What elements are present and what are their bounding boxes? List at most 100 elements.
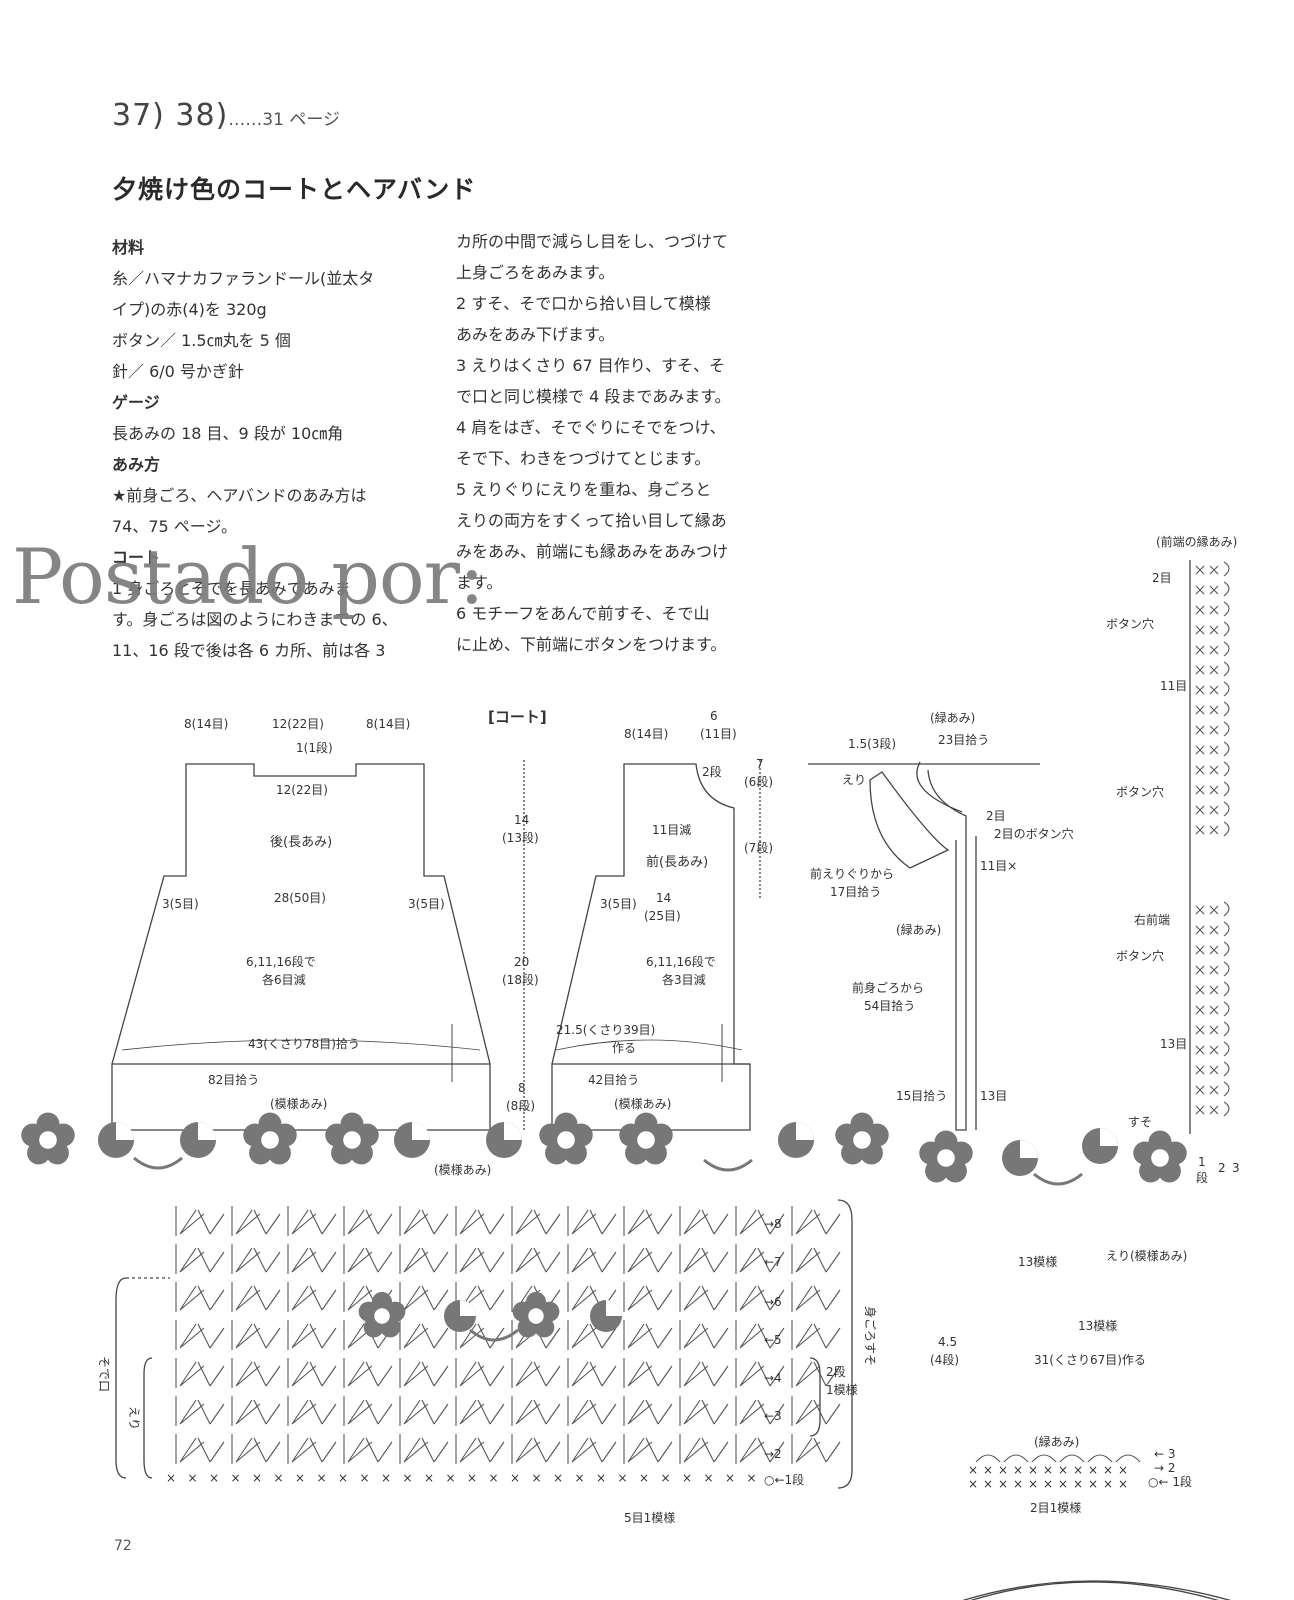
front-pickup: 42目拾う	[588, 1072, 639, 1087]
chart-row-label: →6	[764, 1295, 782, 1309]
svg-text:×: ×	[998, 1477, 1008, 1491]
instruction-line: す。身ごろは図のようにわきまでの 6、	[112, 610, 398, 629]
front-edge-title: (前端の縁あみ)	[1156, 534, 1237, 549]
collar-b2: 2目のボタン穴	[994, 826, 1074, 841]
collar-piece-h1: 4.5	[938, 1335, 957, 1349]
svg-text:×: ×	[1013, 1477, 1023, 1491]
flower-icon	[619, 1112, 673, 1165]
back-side-left: 3(5目)	[162, 897, 199, 911]
smile-icon	[133, 1156, 183, 1170]
front-top: 6	[710, 709, 718, 723]
instruction-line: ます。	[456, 573, 503, 592]
repeat-rows-1: 2段	[826, 1364, 846, 1379]
flower-icon	[539, 1112, 593, 1165]
front-decrease: 11目減	[652, 822, 691, 837]
edge-row-label: 段	[1196, 1170, 1208, 1185]
watermark: Postado por:	[12, 532, 485, 621]
collar-piece-h2: (4段)	[930, 1352, 959, 1367]
instruction-line: 2 すそ、そで口から拾い目して模様	[456, 294, 711, 313]
svg-text:×: ×	[1088, 1477, 1098, 1491]
instruction-line: みをあみ、前端にも縁あみをあみつけ	[456, 542, 729, 561]
edge-btn-2: ボタン穴	[1116, 784, 1164, 799]
instruction-line: に止め、下前端にボタンをつけます。	[456, 635, 727, 654]
instruction-line: 材料	[112, 238, 145, 257]
back-pickup: 43(くさり78目)拾う	[248, 1036, 360, 1051]
flower-icon	[358, 1291, 406, 1338]
chain-x: ×	[252, 1471, 262, 1485]
front-r2: 7	[756, 757, 764, 771]
chain-x: ×	[209, 1471, 219, 1485]
svg-text:×: ×	[1073, 1477, 1083, 1491]
edging-title: (緑あみ)	[1034, 1434, 1079, 1449]
back-width: 28(50目)	[274, 891, 326, 905]
pie-icon	[1082, 1128, 1118, 1164]
flower-icon	[325, 1112, 379, 1165]
flower-icon	[243, 1112, 297, 1165]
pie-icon	[180, 1122, 216, 1158]
back-dim-1: 8(14目)	[184, 717, 228, 731]
instruction-line: 74、75 ページ。	[112, 517, 238, 536]
svg-text:×: ×	[968, 1463, 978, 1477]
collar-piece-1: 13模様	[1018, 1255, 1057, 1269]
chart-row-label: ○←1段	[764, 1472, 804, 1487]
back-pickup-2: 82目拾う	[208, 1072, 259, 1087]
page-number: 72	[114, 1538, 132, 1554]
collar-l2: 23目拾う	[938, 732, 989, 747]
collar-eri: えり	[842, 773, 866, 787]
svg-text:×: ×	[1028, 1463, 1038, 1477]
chain-x: ×	[166, 1471, 176, 1485]
flower-icon	[1133, 1130, 1187, 1183]
front-dec-2: 各3目減	[662, 972, 706, 987]
instruction-line: 6 モチーフをあんで前すそ、そで山	[456, 604, 710, 623]
edge-btn-1: ボタン穴	[1106, 616, 1154, 631]
repeat-stitches: 5目1模様	[624, 1511, 675, 1525]
instruction-line: 上身ごろをあみます。	[456, 263, 615, 282]
page-title: 夕焼け色のコートとヘアバンド	[112, 175, 477, 204]
svg-text:×: ×	[1118, 1477, 1128, 1491]
back-dim-2: 12(22目)	[272, 717, 324, 731]
chain-x: ×	[575, 1471, 585, 1485]
svg-text:×: ×	[1043, 1477, 1053, 1491]
pickup-13: 13目	[980, 1089, 1007, 1103]
instruction-line: ボタン／ 1.5㎝丸を 5 個	[112, 331, 291, 350]
chart-row-label: ←7	[764, 1255, 782, 1269]
instruction-line: 4 肩をはぎ、そでぐりにそでをつけ、	[456, 418, 726, 437]
chain-x: ×	[295, 1471, 305, 1485]
chart-row-label: ←3	[764, 1409, 782, 1423]
instruction-line: カ所の中間で減らし目をし、つづけて	[456, 232, 729, 251]
vdim-1: 14	[514, 813, 529, 827]
back-neck-width: 12(22目)	[276, 783, 328, 797]
instruction-line: 長あみの 18 目、9 段が 10㎝角	[112, 424, 344, 443]
back-neck-rows: 1(1段)	[296, 740, 333, 755]
svg-text:×: ×	[968, 1477, 978, 1491]
instruction-line: あみ方	[112, 455, 161, 474]
front-r4: (7段)	[744, 840, 773, 855]
chain-x: ×	[682, 1471, 692, 1485]
chain-x: ×	[532, 1471, 542, 1485]
front-r3: (6段)	[744, 774, 773, 789]
collar-piece-2: えり(模様あみ)	[1106, 1249, 1187, 1263]
svg-text:×: ×	[983, 1463, 993, 1477]
instruction-line: 糸／ハマナカファランドール(並太タ	[112, 269, 375, 288]
front-dim-1: 8(14目)	[624, 727, 668, 741]
front-piece-outline	[551, 763, 751, 1131]
pie-icon	[590, 1300, 622, 1332]
back-piece-outline	[111, 763, 491, 1131]
chain-x: ×	[661, 1471, 671, 1485]
pie-icon	[98, 1122, 134, 1158]
front-name: 前(長あみ)	[646, 854, 708, 870]
edge-btn-3: ボタン穴	[1116, 948, 1164, 963]
smile-icon	[1033, 1172, 1083, 1186]
pie-icon	[394, 1122, 430, 1158]
chart-label: (模様あみ)	[434, 1163, 491, 1177]
back-decrease-2: 各6目減	[262, 972, 306, 987]
pie-icon	[444, 1300, 476, 1332]
front-dec-1: 6,11,16段で	[646, 954, 716, 969]
flower-icon	[919, 1130, 973, 1183]
smile-icon	[469, 1328, 519, 1342]
collar-edge: (緑あみ)	[930, 710, 975, 725]
chain-x: ×	[725, 1471, 735, 1485]
vdim-5: 8	[518, 1081, 526, 1095]
instruction-line: 11、16 段で後は各 6 カ所、前は各 3	[112, 641, 386, 660]
chain-x: ×	[274, 1471, 284, 1485]
